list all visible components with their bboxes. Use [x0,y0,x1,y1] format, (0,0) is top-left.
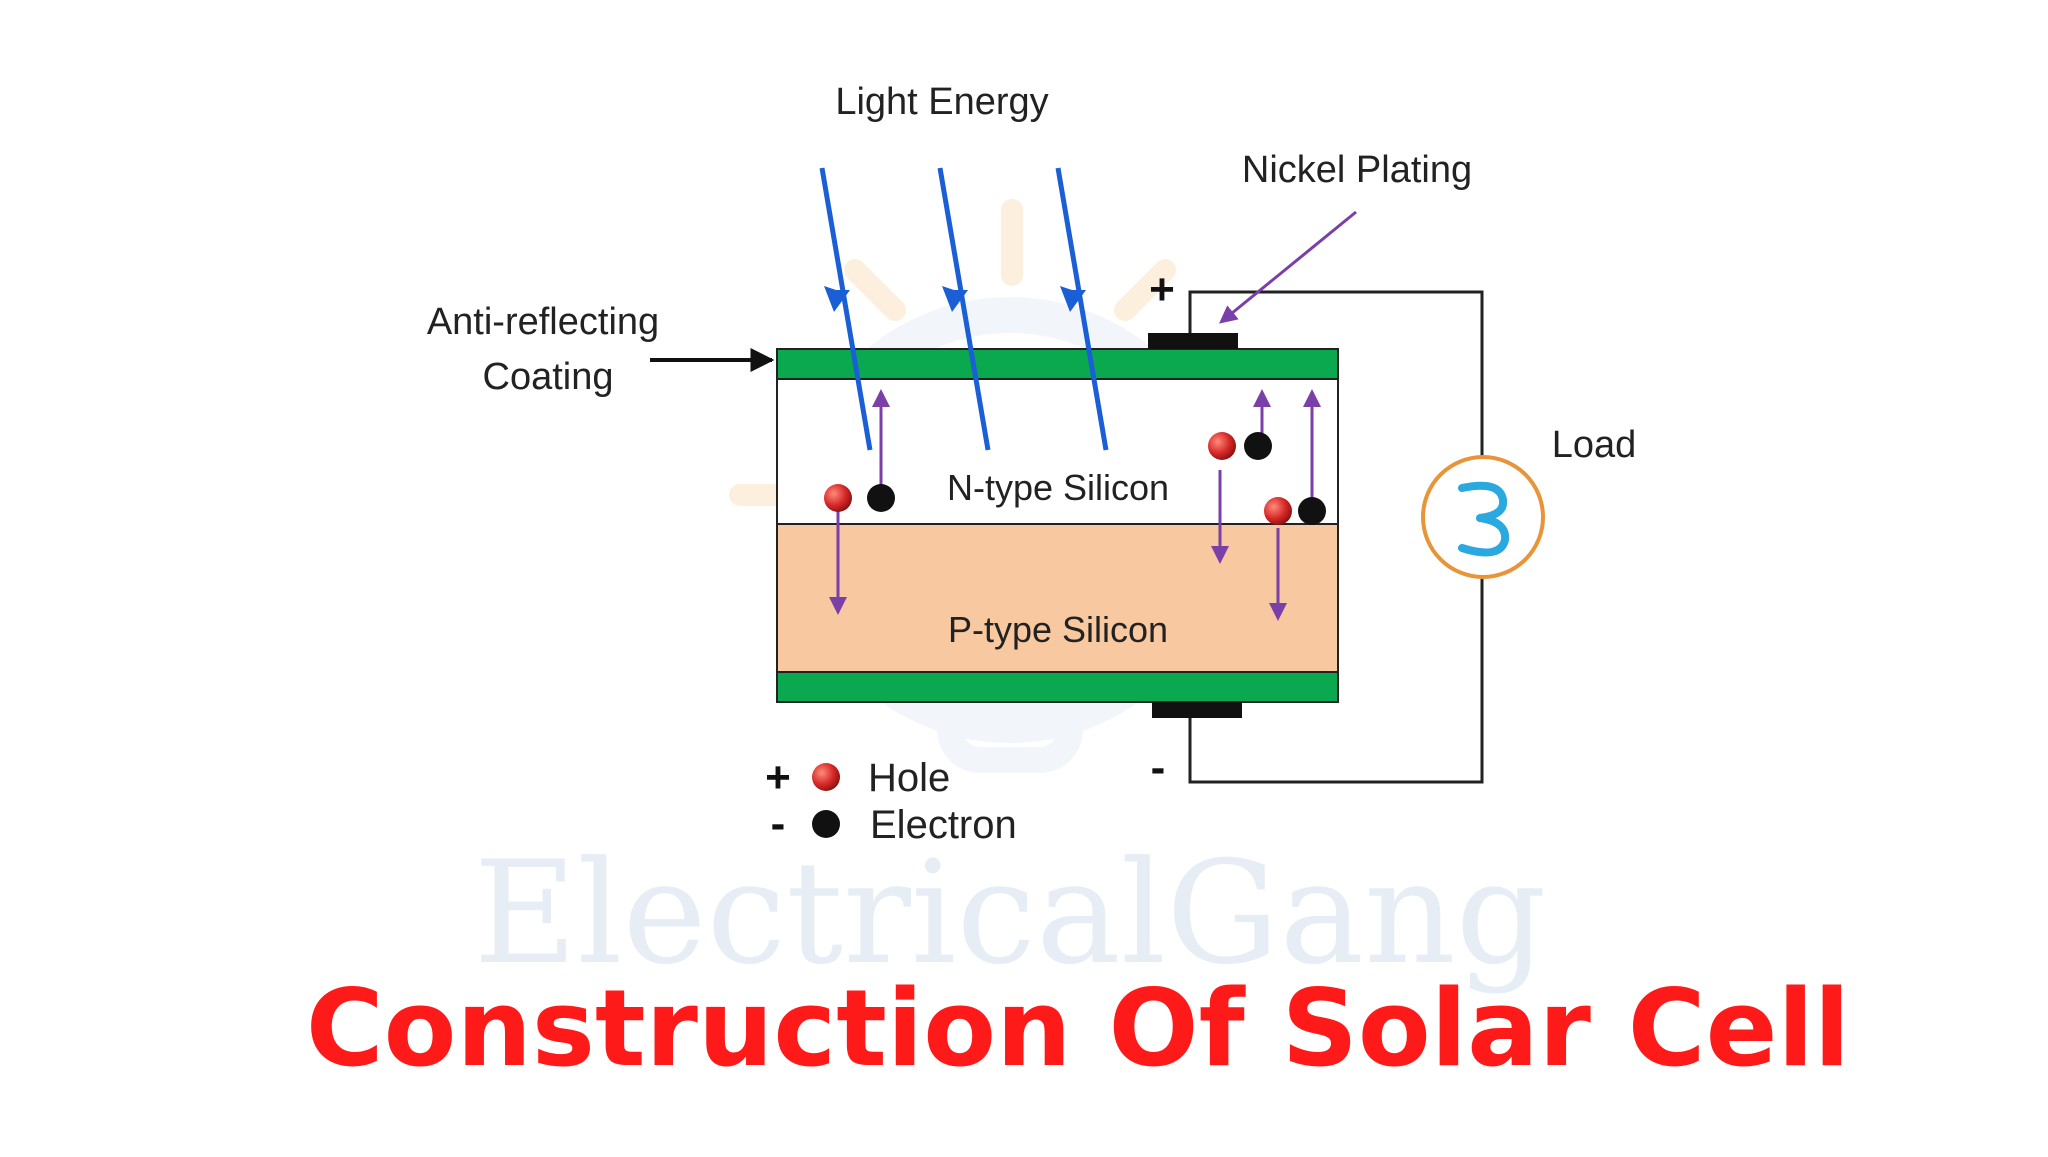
light-ray-2-arrowhead [942,286,968,312]
p-type-silicon-label: P-type Silicon [948,609,1168,650]
light-ray-1-arrowhead [824,286,850,312]
watermark-text: ElectricalGang [473,831,1546,996]
nickel-pointer-arrow [1219,210,1357,324]
legend-hole-sign: + [765,753,791,802]
legend-hole-label: Hole [868,756,950,800]
electron-dot-icon [1244,432,1272,460]
bottom-nickel-contact [1152,702,1242,718]
anti-reflecting-label-line2: Coating [483,356,614,398]
positive-terminal-sign: + [1149,265,1175,314]
light-ray-2 [937,167,991,451]
page-title: Construction Of Solar Cell [306,967,1850,1090]
load-label: Load [1552,424,1637,466]
legend-electron-label: Electron [870,803,1017,847]
legend-electron-sign: - [771,799,786,848]
hole-dot-icon [812,763,840,791]
light-rays [819,167,1109,451]
electron-dot-icon [867,484,895,512]
hole-dot-icon [1264,497,1292,525]
anti-reflecting-label-line1: Anti-reflecting [427,301,659,343]
anti-reflecting-coating-layer [776,348,1339,380]
hole-dot-icon [1208,432,1236,460]
light-ray-1 [819,167,873,451]
lamp-load-icon [1421,455,1545,579]
legend: + Hole - Electron [765,753,1017,848]
carrier-arrows [829,389,1321,621]
light-ray-3-arrowhead [1060,286,1086,312]
negative-terminal-sign: - [1151,743,1166,792]
nickel-plating-label: Nickel Plating [1242,149,1472,191]
light-energy-label: Light Energy [835,81,1048,123]
bottom-coating-layer [776,671,1339,703]
n-type-silicon-label: N-type Silicon [947,467,1169,508]
electron-dot-icon [1298,497,1326,525]
p-type-silicon-layer [776,523,1339,673]
electron-dot-icon [812,810,840,838]
hole-dot-icon [824,484,852,512]
light-ray-3 [1055,167,1109,451]
top-nickel-contact [1148,333,1238,349]
charge-carriers [824,432,1326,525]
